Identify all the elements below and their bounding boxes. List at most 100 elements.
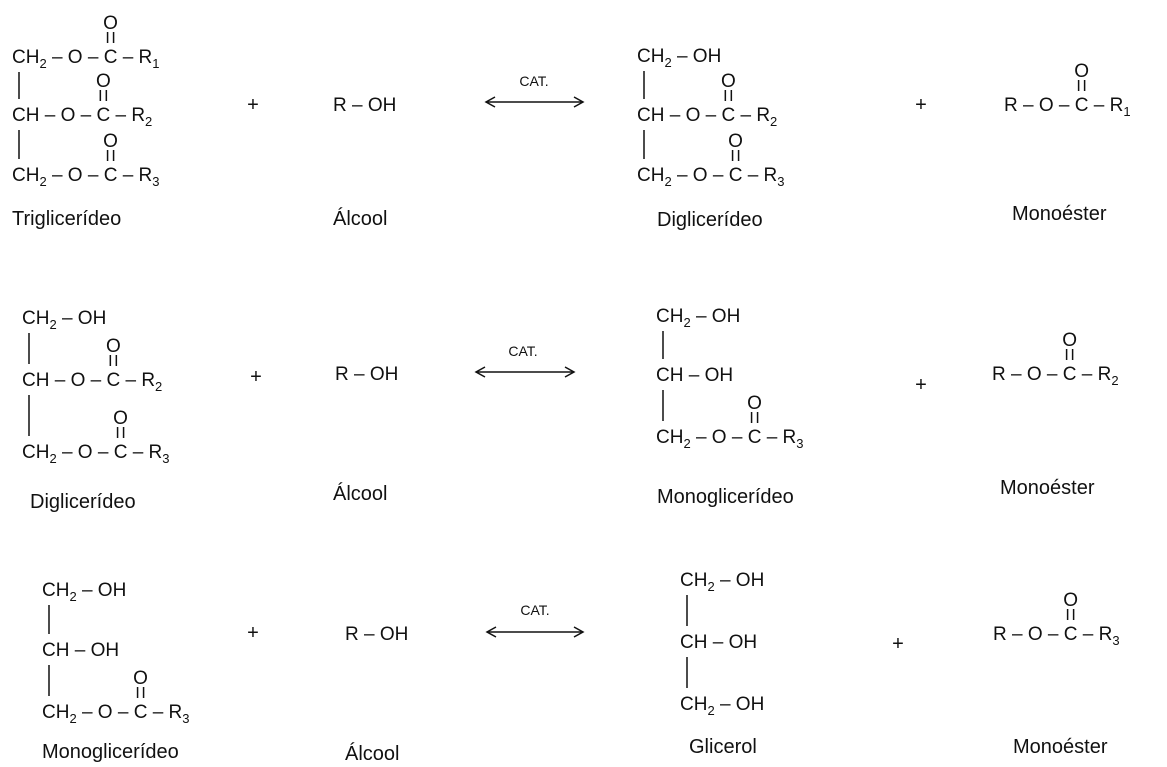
- formula-segment: CH: [22, 442, 49, 463]
- compound-name: Monoéster: [1000, 477, 1095, 499]
- formula-row: CH2 – O – C – R3: [42, 702, 190, 726]
- formula-segment: – O – C – R: [47, 165, 153, 186]
- formula-segment: – OH: [691, 306, 741, 327]
- formula-segment: CH – O – C – R: [12, 105, 145, 126]
- formula-row: CH2 – O – C – R3: [656, 427, 804, 451]
- monoester-formula: R – O – C – R1: [1004, 95, 1131, 119]
- formula-segment: CH: [22, 308, 49, 329]
- arrow-head-right: [573, 626, 585, 638]
- subscript: 2: [39, 174, 46, 189]
- carbonyl-oxygen: O: [1074, 61, 1089, 82]
- formula-row: CH – O – C – R2: [22, 370, 162, 394]
- formula-segment: CH – O – C – R: [637, 105, 770, 126]
- formula-segment: – OH: [57, 308, 107, 329]
- compound-name: Diglicerídeo: [30, 491, 136, 513]
- formula-segment: – O – C – R: [57, 442, 163, 463]
- carbonyl-oxygen: O: [747, 393, 762, 414]
- arrow-head-left: [474, 366, 486, 378]
- formula-row: CH2 – OH: [656, 306, 740, 330]
- compound-name: Monoglicerídeo: [657, 486, 794, 508]
- formula-row: CH – O – C – R2: [12, 105, 152, 129]
- carbonyl-oxygen: O: [1062, 330, 1077, 351]
- subscript: 3: [152, 174, 159, 189]
- subscript: 3: [162, 451, 169, 466]
- alcohol-formula: R – OH: [345, 624, 408, 645]
- formula-segment: CH: [12, 165, 39, 186]
- compound-name: Triglicerídeo: [12, 208, 121, 230]
- formula-segment: R – O – C – R: [992, 364, 1111, 385]
- formula-row: CH – O – C – R2: [637, 105, 777, 129]
- catalyst-label: CAT.: [508, 343, 537, 359]
- carbonyl-oxygen: O: [103, 131, 118, 152]
- formula-row: CH2 – O – C – R3: [637, 165, 785, 189]
- carbonyl-oxygen: O: [103, 13, 118, 34]
- subscript: 1: [1123, 104, 1130, 119]
- compound-name: Álcool: [333, 482, 387, 505]
- subscript: 2: [683, 315, 690, 330]
- carbonyl-oxygen: O: [106, 336, 121, 357]
- arrow-head-left: [484, 96, 496, 108]
- arrow-head-left: [485, 626, 497, 638]
- formula-row: CH – OH: [42, 640, 119, 661]
- formula-segment: CH – OH: [42, 640, 119, 661]
- formula-row: CH2 – O – C – R1: [12, 47, 160, 71]
- formula-segment: CH: [12, 47, 39, 68]
- formula-segment: CH – OH: [656, 365, 733, 386]
- compound-name: Monoglicerídeo: [42, 741, 179, 763]
- subscript: 2: [664, 174, 671, 189]
- carbonyl-oxygen: O: [113, 408, 128, 429]
- catalyst-label: CAT.: [519, 73, 548, 89]
- compound-name: Álcool: [333, 207, 387, 230]
- formula-row: CH2 – O – C – R3: [12, 165, 160, 189]
- subscript: 2: [49, 451, 56, 466]
- formula-segment: R – O – C – R: [1004, 95, 1123, 116]
- carbonyl-oxygen: O: [728, 131, 743, 152]
- subscript: 2: [707, 703, 714, 718]
- subscript: 3: [796, 436, 803, 451]
- carbonyl-oxygen: O: [721, 71, 736, 92]
- formula-segment: CH: [42, 702, 69, 723]
- formula-segment: CH: [656, 306, 683, 327]
- formula-segment: CH: [680, 570, 707, 591]
- subscript: 1: [152, 56, 159, 71]
- formula-row: CH2 – OH: [22, 308, 106, 332]
- subscript: 2: [69, 711, 76, 726]
- formula-segment: CH: [680, 694, 707, 715]
- formula-row: CH2 – OH: [637, 46, 721, 70]
- subscript: 3: [777, 174, 784, 189]
- carbonyl-oxygen: O: [133, 668, 148, 689]
- monoester-formula: R – O – C – R3: [993, 624, 1120, 648]
- compound-name: Álcool: [345, 742, 399, 765]
- formula-row: CH – OH: [680, 632, 757, 653]
- plus-sign: +: [247, 94, 259, 116]
- monoester-formula: R – O – C – R2: [992, 364, 1119, 388]
- formula-segment: – OH: [715, 694, 765, 715]
- formula-segment: CH: [42, 580, 69, 601]
- plus-sign: +: [247, 622, 259, 644]
- plus-sign: +: [250, 366, 262, 388]
- catalyst-label: CAT.: [520, 602, 549, 618]
- subscript: 2: [69, 589, 76, 604]
- arrow-head-right: [564, 366, 576, 378]
- arrow-head-right: [573, 96, 585, 108]
- formula-segment: – O – C – R: [47, 47, 153, 68]
- subscript: 2: [155, 379, 162, 394]
- alcohol-formula: R – OH: [333, 95, 396, 116]
- compound-name: Monoéster: [1012, 203, 1107, 225]
- subscript: 2: [39, 56, 46, 71]
- reactant-glyceride: CH2 – OH CH – OH CH2 – O – C – R3: [42, 580, 190, 726]
- formula-row: CH – OH: [656, 365, 733, 386]
- formula-segment: CH – OH: [680, 632, 757, 653]
- formula-row: CH2 – OH: [42, 580, 126, 604]
- formula-segment: – O – C – R: [672, 165, 778, 186]
- formula-segment: – OH: [672, 46, 722, 67]
- subscript: 2: [1111, 373, 1118, 388]
- formula-segment: CH: [637, 165, 664, 186]
- formula-segment: CH – O – C – R: [22, 370, 155, 391]
- compound-name: Diglicerídeo: [657, 209, 763, 231]
- subscript: 2: [707, 579, 714, 594]
